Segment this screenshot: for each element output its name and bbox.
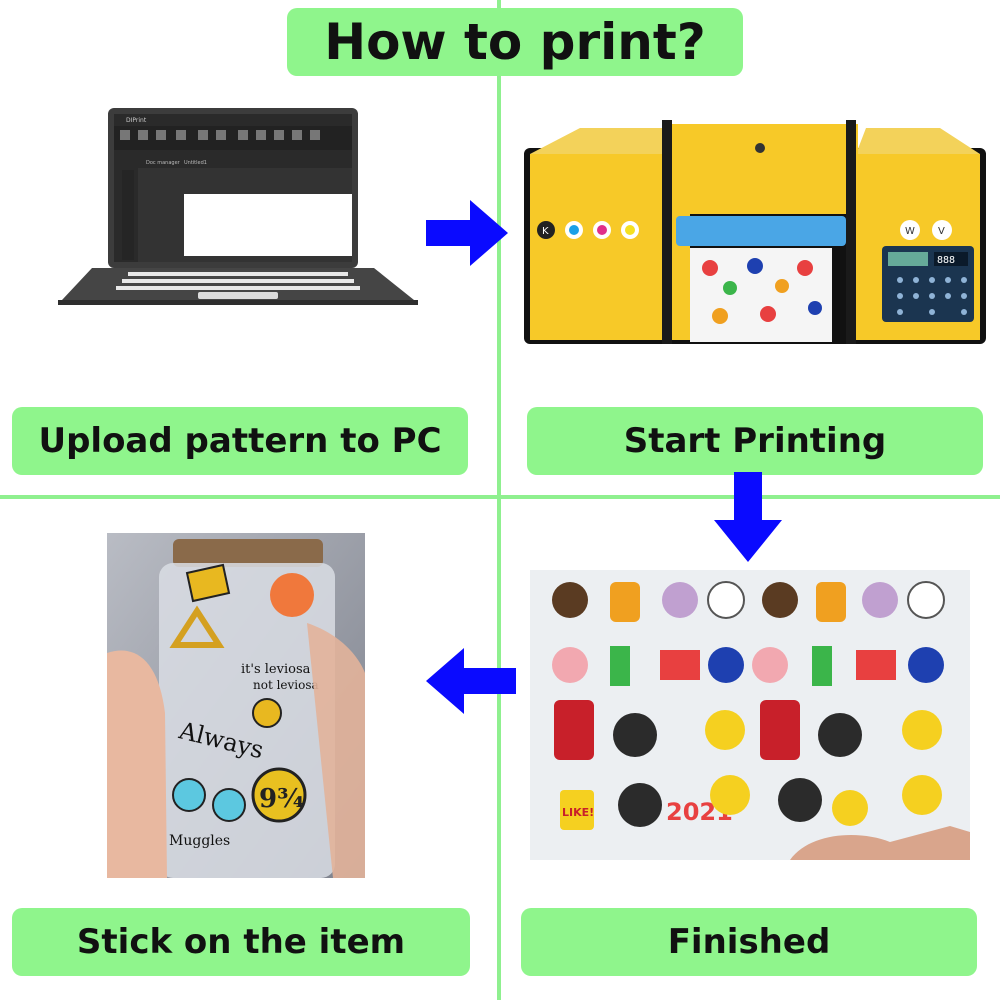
step-finished-text: Finished bbox=[667, 922, 831, 962]
step-finished-label: Finished bbox=[521, 908, 977, 976]
laptop-illustration: DIPrint Doc manager Untitled1 bbox=[58, 108, 418, 305]
decorated-cup-photo: it's leviosa not leviosa Always 9¾ Muggl… bbox=[107, 533, 365, 878]
tab-doc-manager: Doc manager bbox=[146, 160, 181, 166]
step-stick-label: Stick on the item bbox=[12, 908, 470, 976]
uv-printer-illustration: K W V 888 bbox=[524, 120, 986, 344]
step-stick-text: Stick on the item bbox=[76, 922, 406, 962]
app-title: DIPrint bbox=[126, 117, 147, 124]
control-display: 888 bbox=[937, 255, 955, 266]
step-upload-text: Upload pattern to PC bbox=[38, 421, 442, 461]
arrow-down bbox=[714, 472, 782, 562]
cup-text-platform: 9¾ bbox=[259, 784, 304, 814]
title-banner: How to print? bbox=[287, 8, 743, 76]
arrow-right bbox=[426, 200, 508, 266]
head-w: W bbox=[905, 226, 915, 237]
cup-text-not-leviosa: not leviosa bbox=[253, 678, 319, 692]
step-upload-label: Upload pattern to PC bbox=[12, 407, 468, 475]
page-title: How to print? bbox=[324, 13, 706, 71]
head-v: V bbox=[938, 226, 945, 237]
cup-text-leviosa: it's leviosa bbox=[241, 662, 311, 677]
arrow-left bbox=[426, 648, 516, 714]
step-print-label: Start Printing bbox=[527, 407, 983, 475]
horizontal-divider bbox=[0, 495, 1000, 499]
sticker-like: LIKE! bbox=[562, 806, 594, 819]
cup-text-muggles: Muggles bbox=[169, 833, 230, 849]
tab-untitled: Untitled1 bbox=[184, 160, 207, 166]
step-print-text: Start Printing bbox=[623, 421, 887, 461]
finished-sticker-sheet-photo: LIKE! 2021 bbox=[530, 570, 970, 860]
ink-k: K bbox=[542, 226, 549, 237]
vertical-divider bbox=[497, 0, 501, 1000]
